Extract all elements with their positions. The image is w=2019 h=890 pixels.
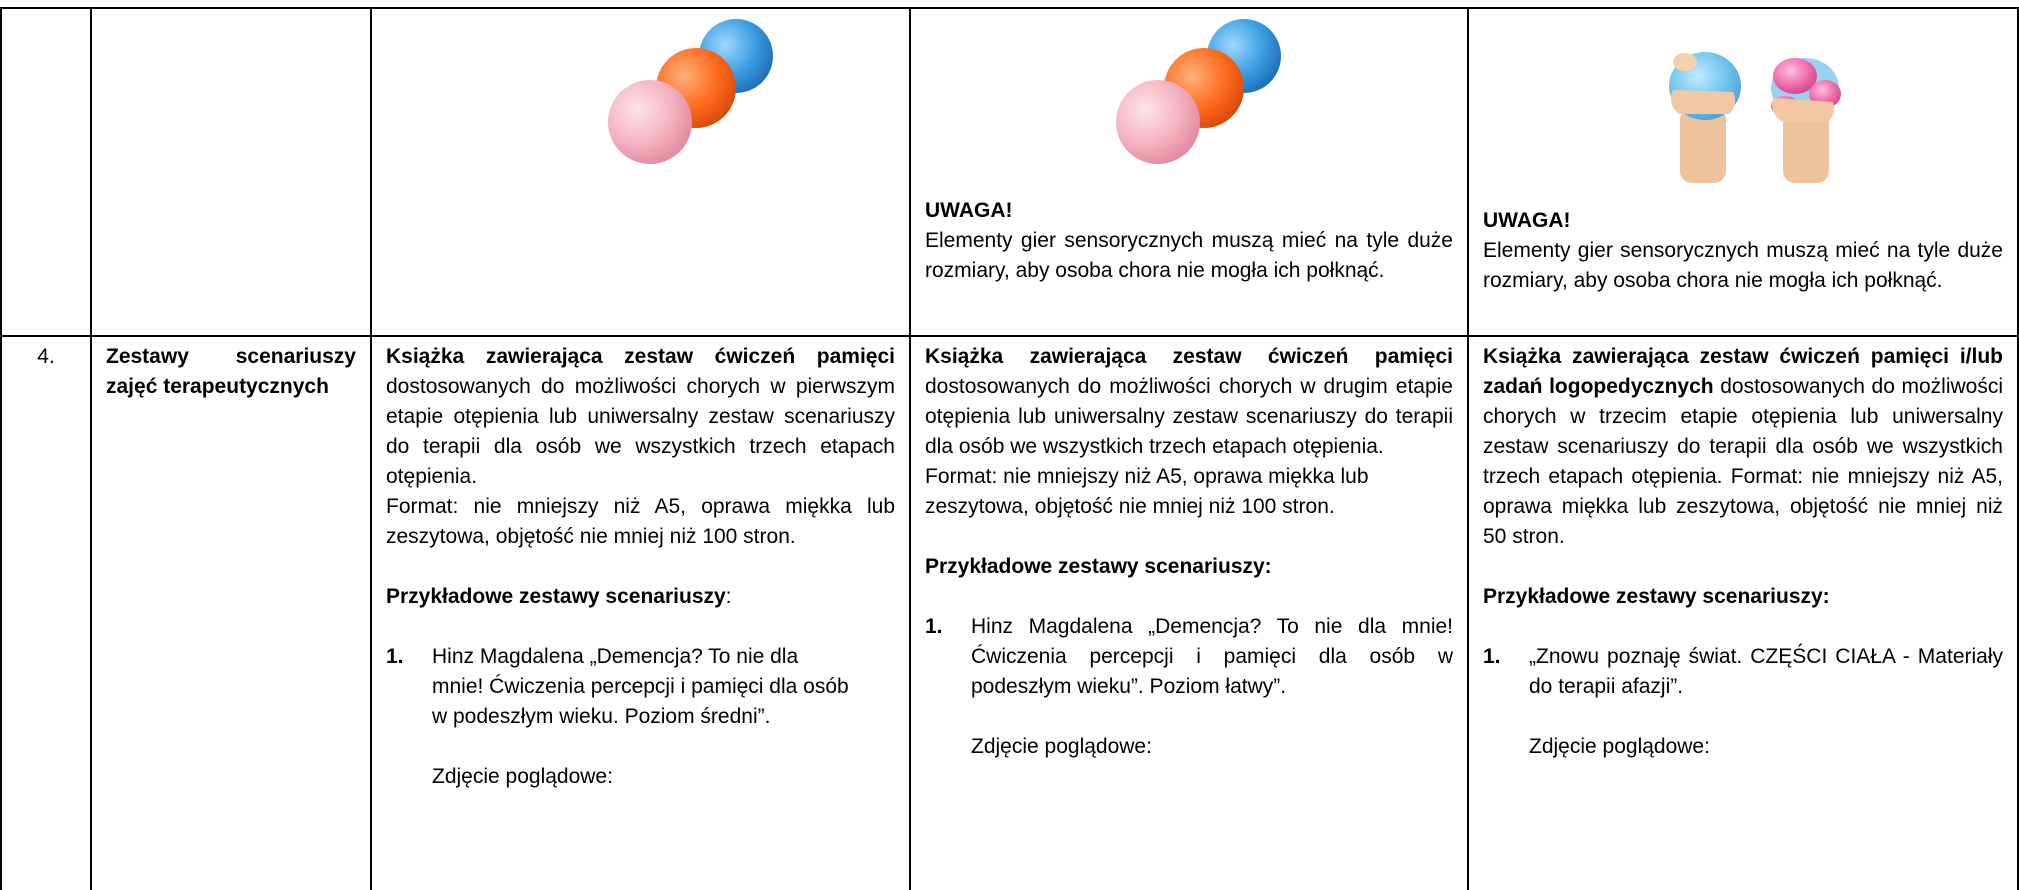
list-item-text: Hinz Magdalena „Demencja? To nie dla mni… (971, 615, 1453, 698)
photo-label: Zdjęcie poglądowe: (432, 765, 613, 788)
warning-title: UWAGA! (1483, 209, 1571, 232)
list-item: 1. „Znowu poznaję świat. CZĘŚCI CIAŁA - … (1483, 642, 2003, 702)
description-col5: Książka zawierająca zestaw ćwiczeń pamię… (1483, 342, 2003, 762)
examples-heading: Przykładowe zestawy scenariuszy: (386, 585, 732, 608)
col-divider-1 (0, 8, 2, 890)
photo-label: Zdjęcie poglądowe: (1529, 735, 1710, 758)
col-divider-2 (90, 8, 92, 890)
category-label: Zestawy scenariuszy zajęć terapeutycznyc… (106, 345, 356, 398)
table-top-border (0, 7, 2019, 9)
description-col3: Książka zawierająca zestaw ćwiczeń pamię… (386, 342, 895, 792)
list-item-number: 1. (1483, 645, 1501, 668)
lead-rest: dostosowanych do możliwości chorych w tr… (1483, 375, 2003, 548)
format-text: Format: nie mniejszy niż A5, oprawa mięk… (386, 495, 895, 548)
row-divider (0, 335, 2019, 337)
row-number: 4. (37, 345, 55, 368)
stress-balls-image-col4 (1116, 19, 1281, 164)
lead-bold: Książka zawierająca zestaw ćwiczeń pamię… (925, 345, 1453, 368)
col-divider-4 (909, 8, 911, 890)
list-item-number: 1. (925, 615, 943, 638)
col-divider-3 (370, 8, 372, 890)
col-divider-5 (1467, 8, 1469, 890)
photo-label: Zdjęcie poglądowe: (971, 735, 1152, 758)
lead-rest: dostosowanych do możliwości chorych w pi… (386, 375, 895, 488)
warning-col5: UWAGA! Elementy gier sensorycznych muszą… (1483, 206, 2003, 296)
lead-bold: Książka zawierająca zestaw ćwiczeń pamię… (386, 345, 895, 368)
list-item: 1. Hinz Magdalena „Demencja? To nie dla … (925, 612, 1453, 702)
format-text: Format: nie mniejszy niż A5, oprawa mięk… (925, 465, 1369, 518)
squeeze-balls-hands-image (1669, 52, 1841, 183)
list-item: 1. Hinz Magdalena „Demencja? To nie dla … (386, 642, 895, 732)
lead-bold: Książka zawierająca zestaw ćwiczeń pamię… (1483, 345, 2003, 398)
list-item-text: „Znowu poznaję świat. CZĘŚCI CIAŁA - Mat… (1529, 645, 2003, 698)
warning-text: Elementy gier sensorycznych muszą mieć n… (925, 229, 1453, 282)
examples-heading: Przykładowe zestawy scenariuszy: (1483, 585, 1830, 608)
description-col4: Książka zawierająca zestaw ćwiczeń pamię… (925, 342, 1453, 762)
warning-text: Elementy gier sensorycznych muszą mieć n… (1483, 239, 2003, 292)
lead-rest: dostosowanych do możliwości chorych w dr… (925, 375, 1453, 458)
lead-paragraph: Książka zawierająca zestaw ćwiczeń pamię… (386, 342, 895, 492)
col-divider-6 (2017, 8, 2019, 890)
examples-heading: Przykładowe zestawy scenariuszy: (925, 555, 1272, 578)
warning-col4: UWAGA! Elementy gier sensorycznych muszą… (925, 196, 1453, 286)
stress-balls-image-col3 (608, 19, 773, 164)
list-item-number: 1. (386, 645, 404, 668)
warning-title: UWAGA! (925, 199, 1013, 222)
lead-paragraph: Książka zawierająca zestaw ćwiczeń pamię… (1483, 342, 2003, 552)
list-item-text: Hinz Magdalena „Demencja? To nie dla mni… (432, 645, 849, 728)
lead-paragraph: Książka zawierająca zestaw ćwiczeń pamię… (925, 342, 1453, 462)
